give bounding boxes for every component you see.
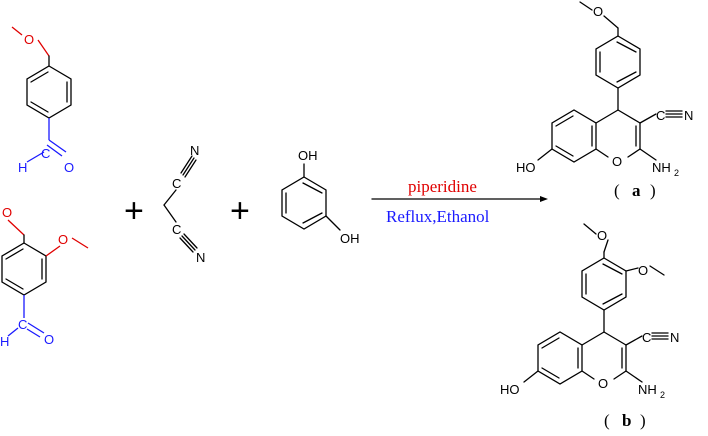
atom-label: H bbox=[18, 160, 27, 175]
reactant-malononitrile: N C C N bbox=[163, 143, 205, 265]
atom-label: C bbox=[172, 222, 181, 237]
atom-label: NH bbox=[652, 160, 671, 175]
atom-label: 2 bbox=[660, 390, 665, 400]
atom-label: C bbox=[41, 146, 50, 161]
atom-label: HO bbox=[500, 382, 520, 397]
product-label-close: ) bbox=[640, 411, 646, 430]
plus-sign: + bbox=[124, 192, 144, 230]
product-label-open: ( bbox=[604, 411, 610, 430]
atom-label: NH bbox=[638, 382, 657, 397]
atom-label: C bbox=[642, 330, 651, 345]
atom-label: O bbox=[58, 232, 68, 247]
atom-label: O bbox=[593, 4, 603, 19]
product-a: O HO O C N NH 2 ( a bbox=[516, 1, 693, 200]
atom-label: HO bbox=[516, 160, 536, 175]
product-label-close: ) bbox=[650, 181, 656, 200]
atom-label: N bbox=[196, 250, 205, 265]
atom-label: 2 bbox=[674, 168, 679, 178]
atom-label: O bbox=[638, 263, 648, 278]
atom-label: OH bbox=[340, 231, 360, 246]
product-b: O O HO O C N NH 2 bbox=[500, 223, 679, 430]
reactant-anisaldehyde: O H C O bbox=[11, 26, 74, 175]
atom-label: O bbox=[2, 205, 12, 220]
atom-label: O bbox=[597, 228, 607, 243]
reactant-veratraldehyde: O O H C O bbox=[0, 205, 89, 349]
atom-label: O bbox=[24, 32, 34, 47]
atom-label: C bbox=[656, 108, 665, 123]
atom-label: N bbox=[670, 330, 679, 345]
atom-label: N bbox=[190, 143, 199, 158]
product-label-open: ( bbox=[614, 181, 620, 200]
reaction-arrow bbox=[371, 196, 548, 202]
atom-label: C bbox=[172, 176, 181, 191]
condition-catalyst: piperidine bbox=[408, 177, 477, 196]
product-label: a bbox=[632, 181, 641, 200]
atom-label: C bbox=[18, 317, 27, 332]
atom-label: N bbox=[684, 108, 693, 123]
atom-label: O bbox=[64, 160, 74, 175]
reactant-resorcinol: OH OH bbox=[281, 148, 360, 246]
atom-label: H bbox=[0, 334, 9, 349]
plus-sign: + bbox=[230, 192, 250, 230]
atom-label: OH bbox=[298, 148, 318, 163]
atom-label: O bbox=[44, 332, 54, 347]
atom-label: O bbox=[598, 376, 608, 391]
product-label: b bbox=[622, 411, 631, 430]
condition-solvent: Reflux,Ethanol bbox=[386, 207, 490, 226]
atom-label: O bbox=[612, 154, 622, 169]
